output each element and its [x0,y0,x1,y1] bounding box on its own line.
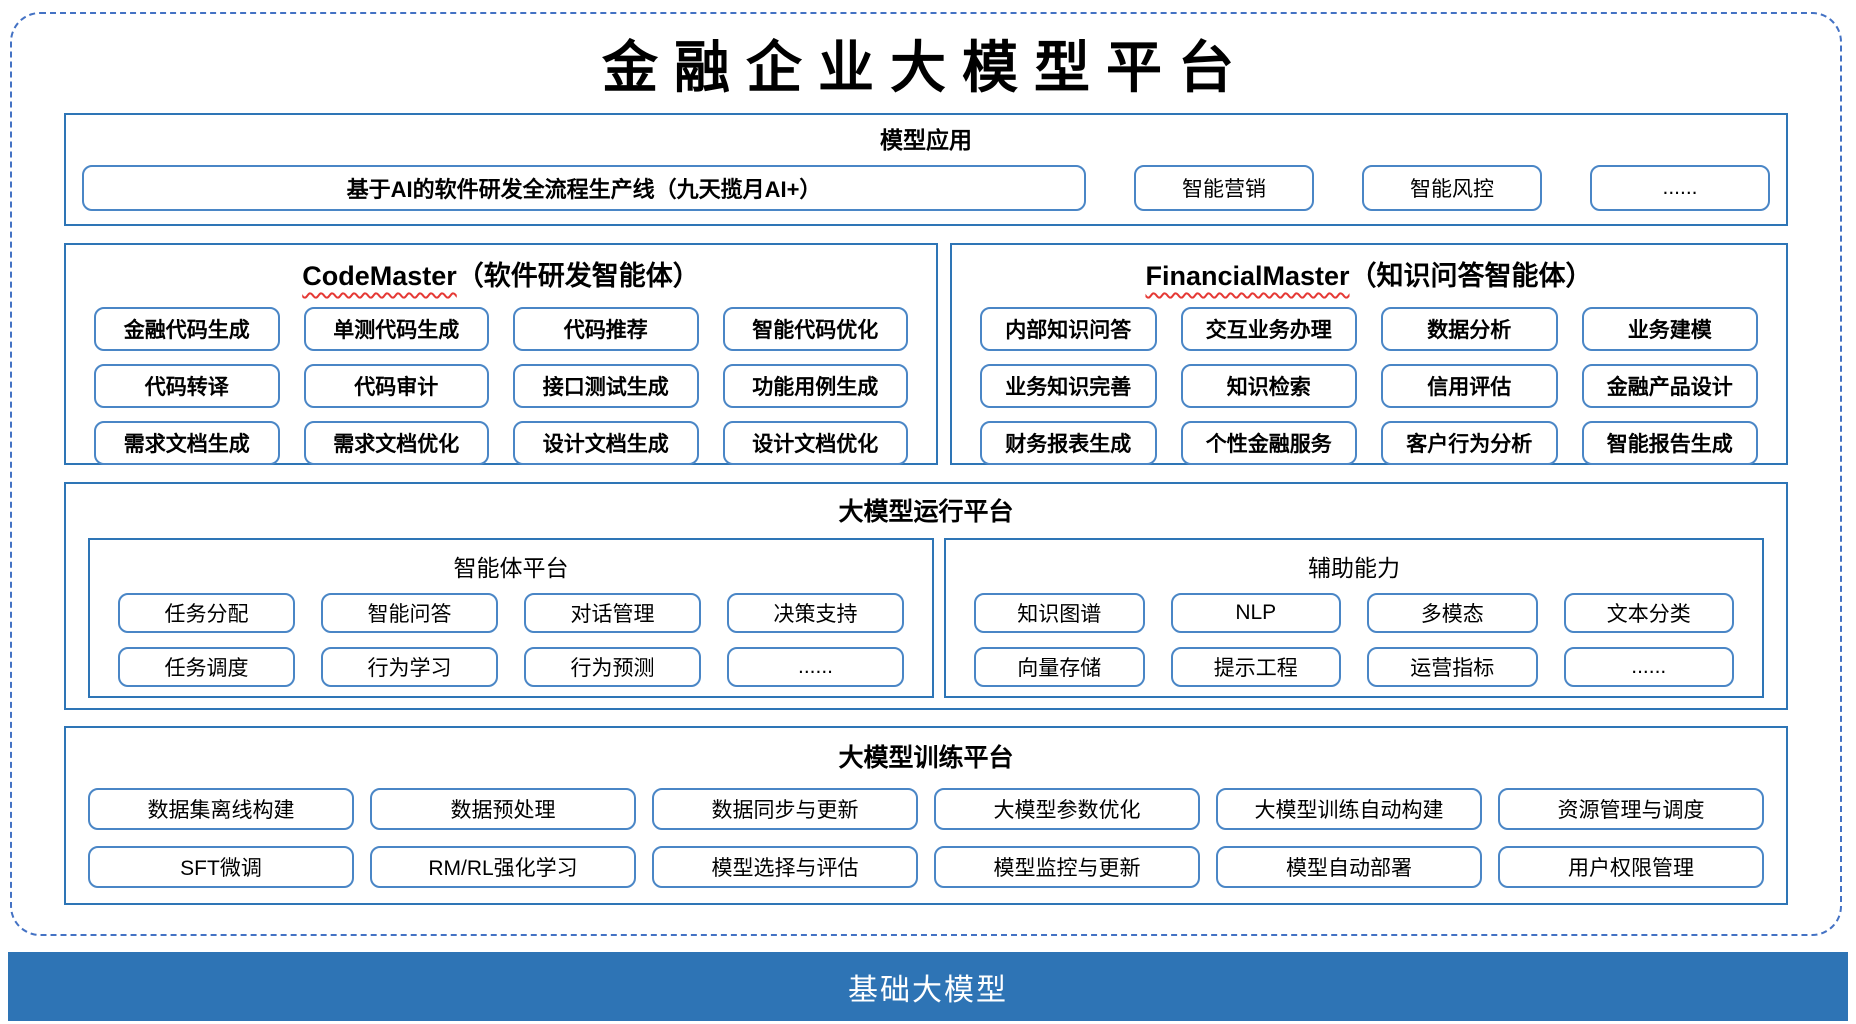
training-item-1: 数据预处理 [370,787,636,830]
financialmaster-grid: 内部知识问答 交互业务办理 数据分析 业务建模 业务知识完善 知识检索 信用评估… [980,306,1758,465]
training-platform-grid: 数据集离线构建 数据预处理 数据同步与更新 大模型参数优化 大模型训练自动构建 … [88,787,1764,888]
codemaster-item-8: 需求文档生成 [94,420,280,465]
training-item-5: 资源管理与调度 [1498,787,1764,830]
codemaster-header: CodeMaster（软件研发智能体） [66,254,936,293]
codemaster-item-9: 需求文档优化 [303,420,489,465]
codemaster-item-2: 代码推荐 [513,306,699,351]
codemaster-suffix: （软件研发智能体） [456,260,700,291]
base-model-bar: 基础大模型 [8,952,1848,1021]
financialmaster-header: FinancialMaster（知识问答智能体） [952,254,1786,293]
training-item-9: 模型监控与更新 [934,845,1200,888]
agent-platform-item-1: 智能问答 [321,592,498,633]
agent-platform-item-5: 行为学习 [321,646,498,687]
training-item-11: 用户权限管理 [1498,845,1764,888]
financialmaster-item-0: 内部知识问答 [980,306,1157,351]
model-app-main-item: 基于AI的软件研发全流程生产线（九天揽月AI+） [82,164,1086,211]
codemaster-item-7: 功能用例生成 [722,363,908,408]
agents-row: CodeMaster（软件研发智能体） 金融代码生成 单测代码生成 代码推荐 智… [64,242,1788,465]
financialmaster-name: FinancialMaster [1145,260,1350,291]
model-app-item-0: 智能营销 [1134,164,1314,211]
training-platform-section: 大模型训练平台 数据集离线构建 数据预处理 数据同步与更新 大模型参数优化 大模… [64,725,1788,905]
auxiliary-capability-box: 辅助能力 知识图谱 NLP 多模态 文本分类 向量存储 提示工程 运营指标 ..… [944,537,1764,698]
runtime-platform-header: 大模型运行平台 [838,497,1014,526]
financialmaster-item-11: 智能报告生成 [1581,420,1758,465]
agent-platform-item-7: ...... [727,646,904,687]
financialmaster-item-3: 业务建模 [1581,306,1758,351]
agent-platform-item-3: 决策支持 [727,592,904,633]
auxiliary-item-3: 文本分类 [1563,592,1734,633]
financialmaster-item-1: 交互业务办理 [1180,306,1357,351]
model-application-row: 基于AI的软件研发全流程生产线（九天揽月AI+） 智能营销 智能风控 .....… [82,164,1770,211]
codemaster-name: CodeMaster [302,260,457,291]
codemaster-grid: 金融代码生成 单测代码生成 代码推荐 智能代码优化 代码转译 代码审计 接口测试… [94,306,908,465]
codemaster-item-11: 设计文档优化 [722,420,908,465]
model-application-header: 模型应用 [880,126,972,153]
training-item-3: 大模型参数优化 [934,787,1200,830]
auxiliary-item-1: NLP [1170,592,1341,633]
agent-platform-header: 智能体平台 [453,554,569,581]
financialmaster-item-4: 业务知识完善 [980,363,1157,408]
financialmaster-item-9: 个性金融服务 [1180,420,1357,465]
agent-platform-item-0: 任务分配 [118,592,295,633]
auxiliary-capability-grid: 知识图谱 NLP 多模态 文本分类 向量存储 提示工程 运营指标 ...... [974,592,1734,687]
auxiliary-capability-header: 辅助能力 [1308,554,1400,581]
auxiliary-item-4: 向量存储 [974,646,1145,687]
training-item-8: 模型选择与评估 [652,845,918,888]
training-item-10: 模型自动部署 [1216,845,1482,888]
financialmaster-section: FinancialMaster（知识问答智能体） 内部知识问答 交互业务办理 数… [950,242,1788,465]
agent-platform-item-4: 任务调度 [118,646,295,687]
codemaster-item-5: 代码审计 [303,363,489,408]
financialmaster-item-2: 数据分析 [1381,306,1558,351]
codemaster-item-10: 设计文档生成 [513,420,699,465]
model-app-item-2: ...... [1590,164,1770,211]
agent-platform-item-6: 行为预测 [524,646,701,687]
financialmaster-item-7: 金融产品设计 [1581,363,1758,408]
financialmaster-item-8: 财务报表生成 [980,420,1157,465]
financialmaster-suffix: （知识问答智能体） [1349,260,1593,291]
agent-platform-box: 智能体平台 任务分配 智能问答 对话管理 决策支持 任务调度 行为学习 行为预测… [88,537,934,698]
auxiliary-item-6: 运营指标 [1367,646,1538,687]
auxiliary-item-7: ...... [1563,646,1734,687]
codemaster-item-6: 接口测试生成 [513,363,699,408]
runtime-row: 智能体平台 任务分配 智能问答 对话管理 决策支持 任务调度 行为学习 行为预测… [88,537,1764,698]
auxiliary-item-2: 多模态 [1367,592,1538,633]
training-platform-header: 大模型训练平台 [838,743,1014,772]
model-application-section: 模型应用 基于AI的软件研发全流程生产线（九天揽月AI+） 智能营销 智能风控 … [64,112,1788,226]
training-item-6: SFT微调 [88,845,354,888]
financialmaster-item-6: 信用评估 [1381,363,1558,408]
codemaster-section: CodeMaster（软件研发智能体） 金融代码生成 单测代码生成 代码推荐 智… [64,242,938,465]
training-item-7: RM/RL强化学习 [370,845,636,888]
financialmaster-item-5: 知识检索 [1180,363,1357,408]
codemaster-item-4: 代码转译 [94,363,280,408]
training-item-0: 数据集离线构建 [88,787,354,830]
training-item-4: 大模型训练自动构建 [1216,787,1482,830]
codemaster-item-3: 智能代码优化 [722,306,908,351]
agent-platform-grid: 任务分配 智能问答 对话管理 决策支持 任务调度 行为学习 行为预测 .....… [118,592,904,687]
platform-frame: 金融企业大模型平台 模型应用 基于AI的软件研发全流程生产线（九天揽月AI+） … [10,12,1842,936]
runtime-platform-section: 大模型运行平台 智能体平台 任务分配 智能问答 对话管理 决策支持 任务调度 行… [64,481,1788,710]
codemaster-item-1: 单测代码生成 [303,306,489,351]
codemaster-item-0: 金融代码生成 [94,306,280,351]
page-title: 金融企业大模型平台 [602,35,1250,101]
auxiliary-item-5: 提示工程 [1170,646,1341,687]
training-item-2: 数据同步与更新 [652,787,918,830]
auxiliary-item-0: 知识图谱 [974,592,1145,633]
agent-platform-item-2: 对话管理 [524,592,701,633]
base-model-label: 基础大模型 [848,973,1008,1007]
financialmaster-item-10: 客户行为分析 [1381,420,1558,465]
model-app-item-1: 智能风控 [1362,164,1542,211]
